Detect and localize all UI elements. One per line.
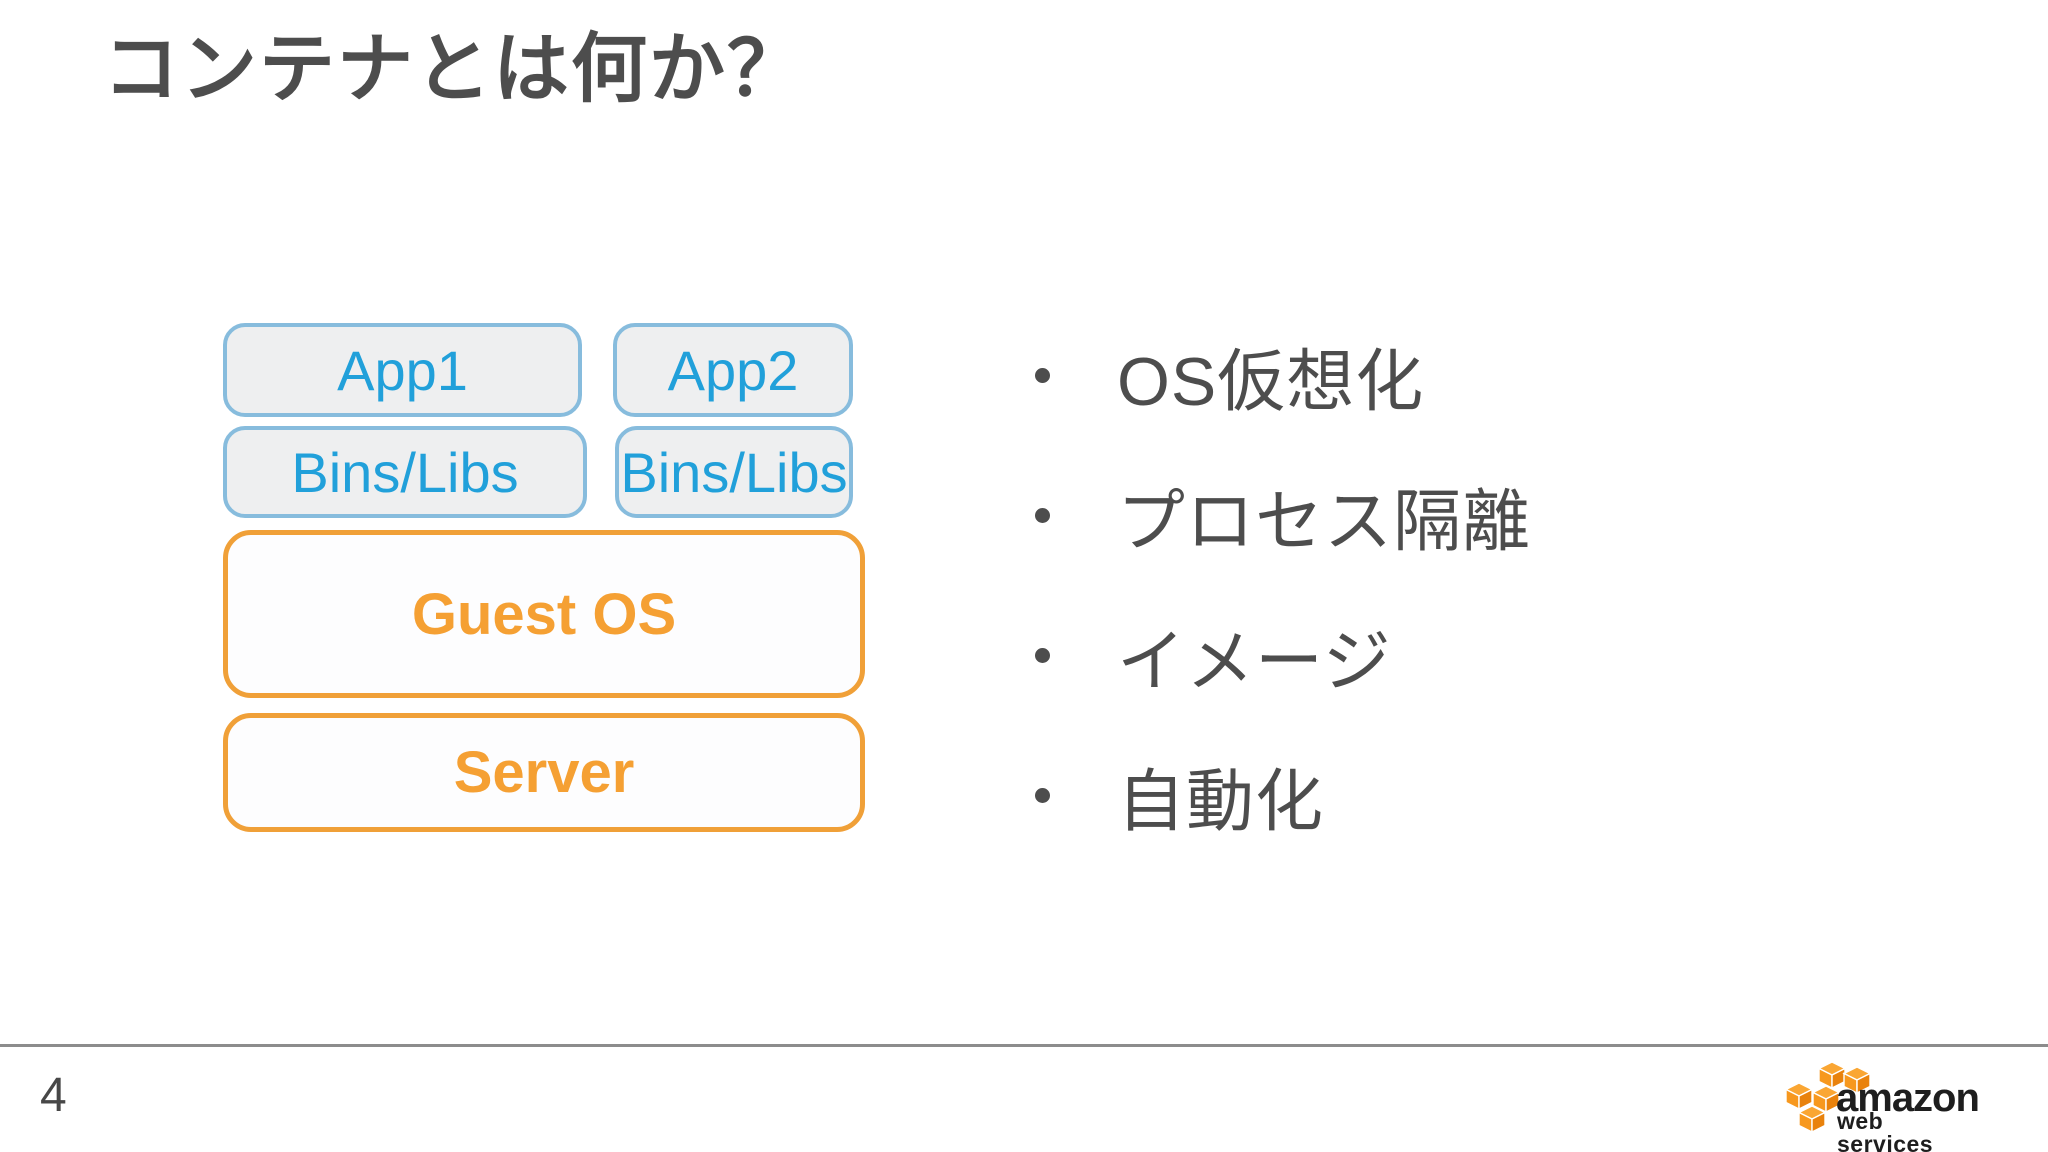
- diagram-box-server: Server: [223, 713, 865, 832]
- container-stack-diagram: App1 App2 Bins/Libs Bins/Libs Guest OS S…: [223, 323, 865, 843]
- diagram-box-bins-libs-left-label: Bins/Libs: [291, 440, 519, 504]
- diagram-box-app1: App1: [223, 323, 582, 417]
- diagram-box-guest-os: Guest OS: [223, 530, 865, 698]
- bullet-item-label: 自動化: [1117, 763, 1325, 840]
- bullet-item-label: OS仮想化: [1117, 343, 1425, 420]
- diagram-box-bins-libs-right-label: Bins/Libs: [620, 440, 848, 504]
- bullet-dot-icon: [1035, 507, 1050, 523]
- diagram-box-bins-libs-right: Bins/Libs: [615, 426, 853, 518]
- diagram-box-app2-label: App2: [667, 338, 799, 402]
- diagram-box-app2: App2: [613, 323, 853, 417]
- aws-logo: amazon web services: [1786, 1062, 1980, 1152]
- bullet-item-automation: 自動化: [1035, 725, 1531, 865]
- aws-cubes-icon: [1786, 1062, 1872, 1134]
- diagram-box-guest-os-label: Guest OS: [411, 581, 677, 647]
- bullet-list: OS仮想化 プロセス隔離 イメージ 自動化: [1035, 305, 1531, 865]
- slide-title: コンテナとは何か？: [103, 27, 805, 112]
- footer-divider-line: [0, 1044, 2048, 1047]
- bullet-item-label: イメージ: [1117, 623, 1392, 700]
- bullet-dot-icon: [1035, 367, 1050, 383]
- aws-logo-subtitle-text: web services: [1837, 1108, 1934, 1152]
- bullet-item-image: イメージ: [1035, 585, 1531, 725]
- bullet-dot-icon: [1035, 787, 1050, 803]
- diagram-box-server-label: Server: [453, 740, 635, 805]
- diagram-box-bins-libs-left: Bins/Libs: [223, 426, 587, 518]
- bullet-item-label: プロセス隔離: [1117, 483, 1532, 560]
- page-number: 4: [40, 1069, 67, 1122]
- bullet-item-process-isolation: プロセス隔離: [1035, 445, 1531, 585]
- aws-logo-brand-text: amazon: [1836, 1076, 1980, 1120]
- bullet-item-os-virtualization: OS仮想化: [1035, 305, 1531, 445]
- diagram-box-app1-label: App1: [337, 338, 468, 402]
- bullet-dot-icon: [1035, 647, 1050, 663]
